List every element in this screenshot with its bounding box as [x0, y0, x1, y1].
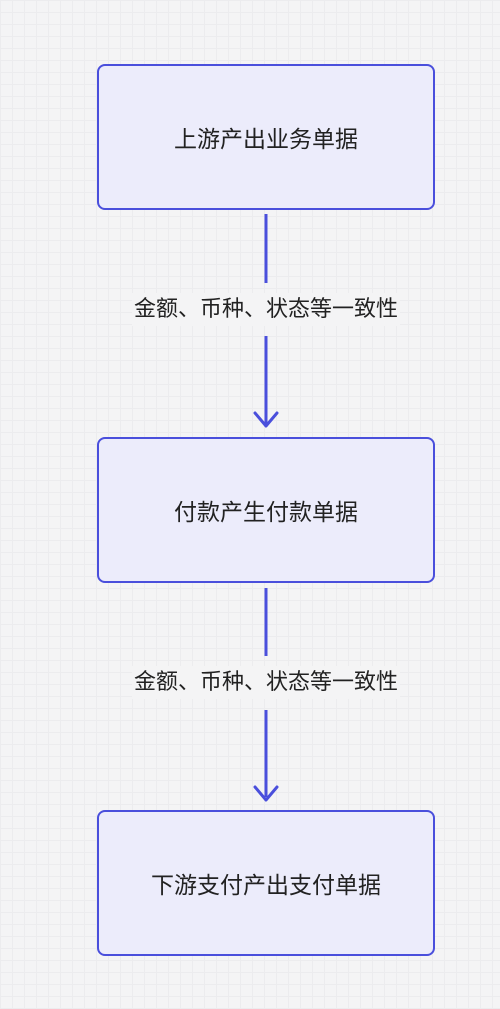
node-upstream-business-document: 上游产出业务单据 — [97, 64, 435, 210]
edge-1-arrowhead — [253, 411, 279, 428]
node-payment-document: 付款产生付款单据 — [97, 437, 435, 583]
edge-label-text: 金额、币种、状态等一致性 — [131, 666, 400, 699]
node-label: 上游产出业务单据 — [174, 127, 358, 153]
node-label: 付款产生付款单据 — [174, 500, 358, 526]
edge-2-label: 金额、币种、状态等一致性 — [97, 666, 435, 699]
edge-label-text: 金额、币种、状态等一致性 — [131, 293, 400, 326]
edge-2 — [253, 588, 279, 802]
edge-1 — [253, 214, 279, 428]
edge-1-label: 金额、币种、状态等一致性 — [97, 293, 435, 326]
node-downstream-pay-document: 下游支付产出支付单据 — [97, 810, 435, 956]
node-label: 下游支付产出支付单据 — [151, 873, 381, 899]
edge-2-arrowhead — [253, 785, 279, 802]
